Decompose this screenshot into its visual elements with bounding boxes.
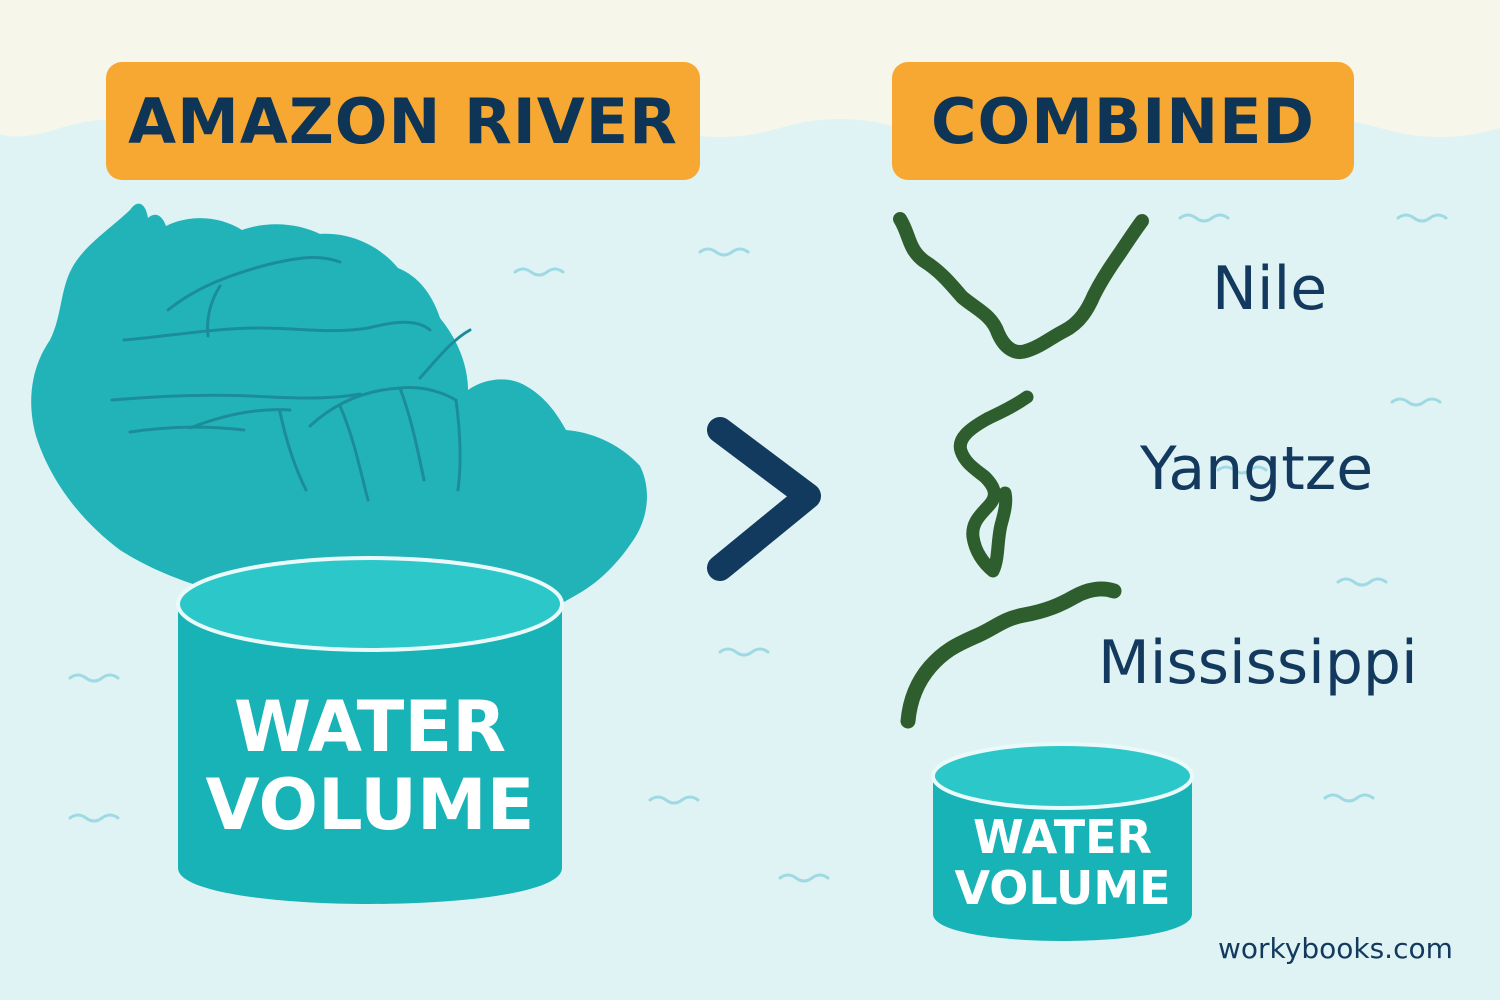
amazon-river-header: AMAZON RIVER bbox=[106, 62, 700, 180]
combined-header: COMBINED bbox=[892, 62, 1354, 180]
mississippi-river-icon bbox=[900, 581, 1122, 729]
site-credit[interactable]: workybooks.com bbox=[1218, 932, 1453, 965]
nile-river-icon bbox=[893, 212, 1149, 359]
river-label-mississippi: Mississippi bbox=[1098, 628, 1418, 698]
combined-drum-line1: WATER bbox=[973, 810, 1152, 864]
amazon-drum-line2: VOLUME bbox=[205, 764, 535, 847]
amazon-drum-label: WATER VOLUME bbox=[170, 688, 570, 845]
yangtze-river-icon bbox=[953, 390, 1034, 578]
amazon-drum-line1: WATER bbox=[233, 686, 507, 768]
river-label-yangtze: Yangtze bbox=[1140, 434, 1374, 504]
combined-drum-line2: VOLUME bbox=[954, 860, 1171, 915]
amazon-basin-map bbox=[31, 203, 647, 619]
combined-water-drum bbox=[931, 742, 1194, 941]
greater-than-icon bbox=[707, 417, 821, 581]
river-label-nile: Nile bbox=[1212, 254, 1328, 324]
amazon-water-drum bbox=[176, 556, 564, 904]
combined-drum-label: WATER VOLUME bbox=[925, 812, 1200, 913]
